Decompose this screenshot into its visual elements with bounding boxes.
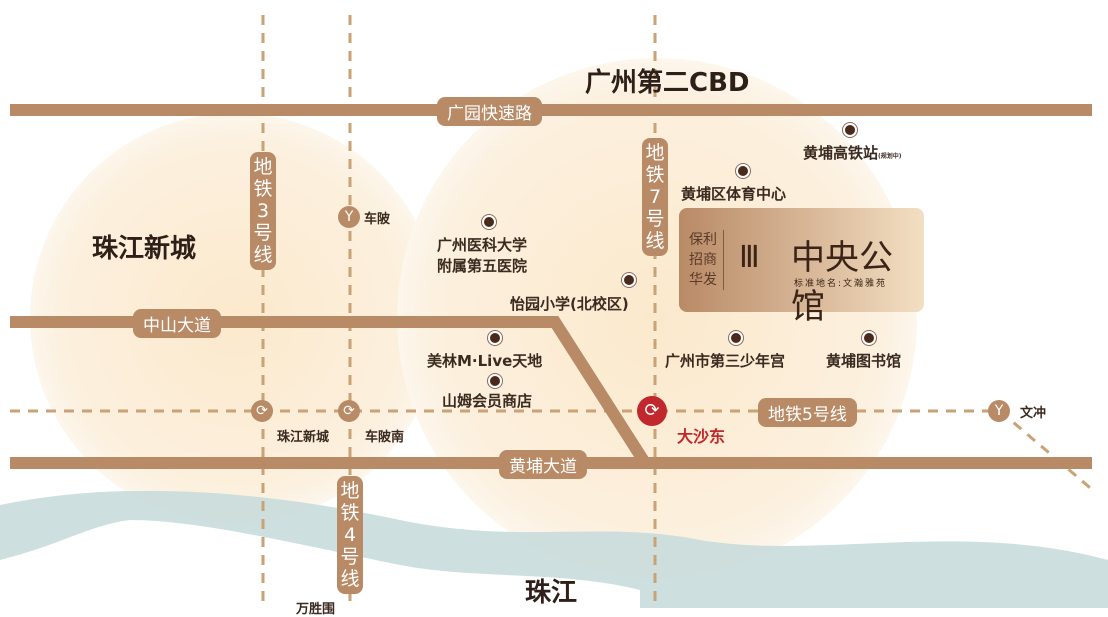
poi-marker <box>864 333 874 343</box>
poi-marker <box>731 333 741 343</box>
poi-youth-palace: 广州市第三少年宫 <box>665 352 786 370</box>
station-zhujiang: 珠江新城 <box>277 430 330 445</box>
metro-line3: 地铁3号线 <box>250 152 276 270</box>
cbd-circle <box>397 58 917 578</box>
station-dashadong: 大沙东 <box>677 427 726 446</box>
metro-line4: 地铁4号线 <box>337 476 363 594</box>
river <box>0 490 1108 608</box>
poi-hp-hsr: 黄埔高铁站(规划中) <box>803 144 902 162</box>
road-huangpu: 黄埔大道 <box>499 450 587 479</box>
road-zhongshan: 中山大道 <box>133 309 221 338</box>
metro-line5: 地铁5号线 <box>758 398 857 427</box>
project-registered-name: 标准地名:文瀚雅苑 <box>794 279 888 289</box>
poi-sams: 山姆会员商店 <box>442 392 533 410</box>
poi-marker <box>738 166 748 176</box>
interchange-icon: ⟳ <box>637 396 667 426</box>
poi-marker <box>490 376 500 386</box>
poi-marker <box>490 333 500 343</box>
station-wenchong: 文冲 <box>1020 406 1047 421</box>
poi-meilin: 美林M·Live天地 <box>427 352 543 370</box>
poi-gz-med: 广州医科大学 附属第五医院 <box>437 236 528 275</box>
area-cbd2: 广州第二CBD <box>585 68 750 98</box>
station-icon: Y <box>988 400 1010 422</box>
road-guangyuan: 广园快速路 <box>437 97 542 126</box>
project-card[interactable]: 保利 招商 华发 Ⅲ 中央公馆 标准地名:文瀚雅苑 <box>679 208 924 327</box>
poi-marker <box>624 275 634 285</box>
project-developers: 保利 招商 华发 <box>689 230 724 290</box>
station-icon: Y <box>338 206 360 228</box>
poi-marker <box>845 125 855 135</box>
station-chebei: 车陂 <box>364 212 391 227</box>
interchange-icon: ⟳ <box>338 400 360 422</box>
poi-yiyuan: 怡园小学(北校区) <box>510 295 629 313</box>
poi-hp-library: 黄埔图书馆 <box>826 352 902 370</box>
area-river: 珠江 <box>525 578 578 608</box>
poi-marker <box>484 217 494 227</box>
station-chebeinan: 车陂南 <box>365 430 405 445</box>
project-logo-icon: Ⅲ <box>739 240 760 275</box>
metro-line7: 地铁7号线 <box>642 138 668 256</box>
interchange-icon: ⟳ <box>251 400 273 422</box>
poi-hp-sports: 黄埔区体育中心 <box>681 185 787 203</box>
project-name: 中央公馆 <box>791 238 893 327</box>
area-zhujiang: 珠江新城 <box>92 234 197 264</box>
